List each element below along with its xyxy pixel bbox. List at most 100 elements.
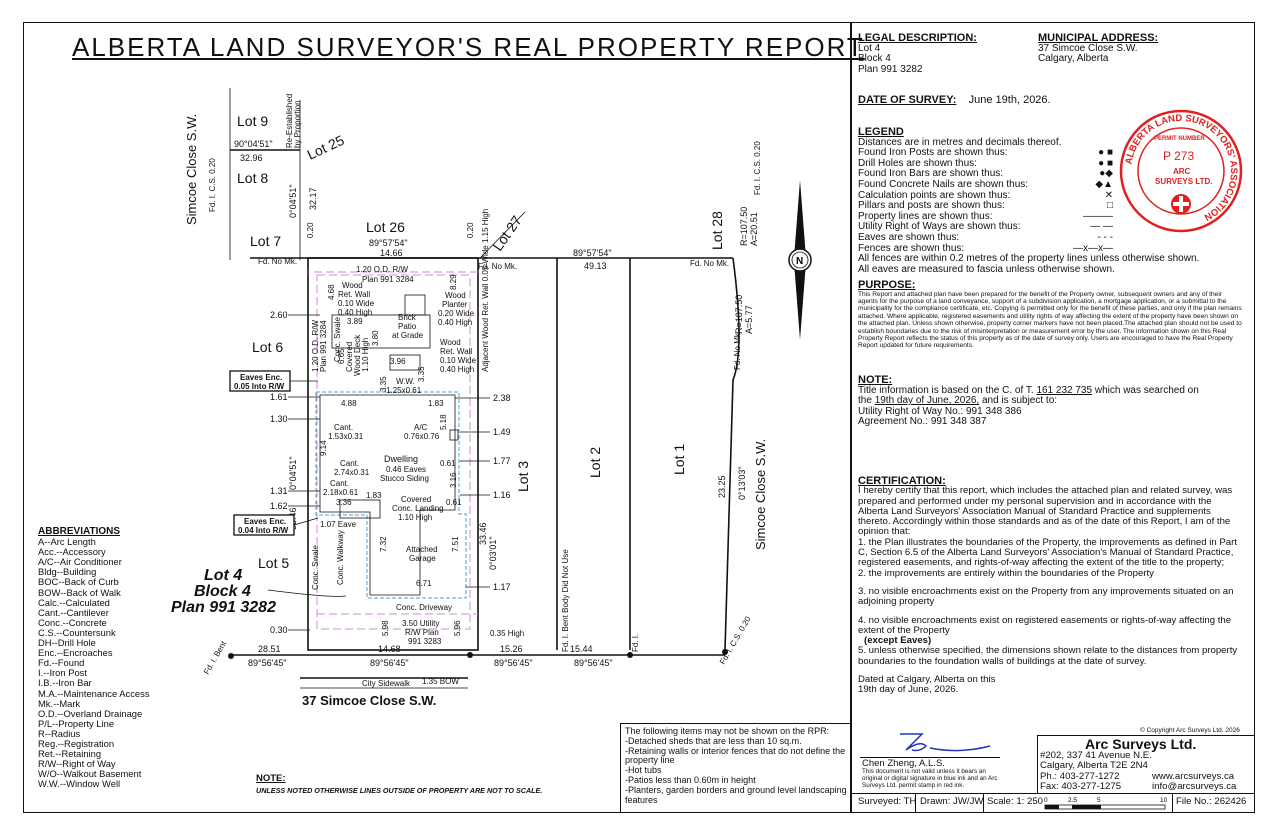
- abbreviation-item: R/W--Right of Way: [38, 758, 116, 770]
- abbreviation-item: I.--Iron Post: [38, 667, 87, 679]
- dist-bot-l: 28.51: [258, 644, 281, 654]
- company-email: info@arcsurveys.ca: [1152, 781, 1237, 792]
- lot8-label: Lot 8: [237, 170, 268, 186]
- legend-row-label: Found Iron Bars are shown thus:: [858, 168, 1004, 180]
- note-section: NOTE: Title information is based on the …: [858, 375, 1243, 428]
- cant1b: 1.53x0.31: [328, 432, 364, 441]
- lot1-label: Lot 1: [671, 444, 687, 475]
- legend-row-label: Drill Holes are shown thus:: [858, 157, 977, 169]
- patio1: Brick: [398, 313, 417, 322]
- planter3: 0.20 Wide: [438, 309, 475, 318]
- cert-dated1: Dated at Calgary, Alberta on this: [858, 674, 996, 686]
- arc2: R=107.50: [734, 295, 744, 334]
- survey-date-label: DATE OF SURVEY:: [858, 94, 957, 106]
- cert-item2: 2. the improvements are entirely within …: [858, 567, 1154, 579]
- abbreviation-item: Acc.--Accessory: [38, 546, 106, 558]
- lot28-label: Lot 28: [709, 211, 725, 250]
- fd-i-label: Fd. I.: [631, 634, 640, 652]
- eave107: 1.07 Eave: [320, 520, 357, 529]
- patio2: Patio: [398, 322, 417, 331]
- north-label: N: [796, 256, 803, 267]
- fd-no-mk-1: Fd. No Mk.: [258, 257, 297, 266]
- arc1b: A=20.51: [749, 212, 759, 246]
- cant3b: 2.18x0.61: [323, 488, 359, 497]
- scale-tick-1: 2.5: [1068, 797, 1077, 804]
- d829: 8.29: [449, 274, 458, 290]
- abbreviation-item: Ret.--Retaining: [38, 748, 102, 760]
- note-line2a: the: [858, 395, 872, 407]
- lot26-label: Lot 26: [366, 219, 405, 235]
- legend-symbol-icon: □: [1106, 200, 1113, 212]
- dwelling3: Stucco Siding: [380, 474, 429, 483]
- reestablished-label: Re-Established: [285, 94, 294, 148]
- bent-label: Fd. I. Bent Body Did Not Use: [561, 549, 570, 652]
- legend-symbol-icon: ———: [1083, 210, 1113, 222]
- wall8: 0.40 High: [440, 365, 474, 374]
- fd-i-bent-left: Fd. I. Bent: [202, 639, 229, 676]
- l161: 1.61: [270, 392, 288, 402]
- t020a: 0.20: [306, 222, 315, 238]
- lot2-label: Lot 2: [587, 447, 603, 478]
- d183: 1.83: [428, 399, 444, 408]
- note-urw: Utility Right of Way No.: 991 348 386: [858, 405, 1022, 417]
- d336: 3.36: [336, 498, 352, 507]
- urw2: R/W Plan: [405, 628, 439, 637]
- abbreviation-item: Cant.--Cantilever: [38, 606, 109, 618]
- od1: 1.20 O.D. R/W: [356, 265, 408, 274]
- bearing-bot-l: 89°56'45": [248, 658, 287, 668]
- legend-row: Found Iron Posts are shown thus:● ■: [858, 148, 1113, 159]
- d380: 3.80: [371, 330, 380, 346]
- swale-bot: Conc. Swale: [311, 545, 320, 590]
- od3: 1.20 O.D. R/W: [311, 320, 320, 372]
- legend-symbol-icon: ◆▲: [1095, 178, 1113, 190]
- d751: 7.51: [451, 536, 460, 552]
- enc1b: 0.05 Into R/W: [234, 382, 285, 391]
- legend-symbol-icon: ✕: [1104, 189, 1113, 201]
- legend-row: Found Concrete Nails are shown thus:◆▲: [858, 178, 1113, 191]
- r117: 1.17: [493, 582, 511, 592]
- cert-dated2: 19th day of June, 2026.: [858, 684, 959, 696]
- abbreviation-item: DH--Drill Hole: [38, 637, 96, 649]
- patio3: at Grade: [392, 331, 424, 340]
- abbreviations-heading: ABBREVIATIONS: [38, 526, 121, 537]
- surveyed-by: Surveyed: TH: [858, 796, 917, 807]
- fd-i-cs-top: Fd. I. C.S. 0.20: [753, 141, 762, 195]
- l030: 0.30: [270, 625, 288, 635]
- top-dist: 14.66: [380, 248, 403, 258]
- legend-section: LEGEND Distances are in metres and decim…: [858, 127, 1113, 254]
- note-title-no: 161 232 735: [1036, 384, 1093, 396]
- l260: 2.60: [270, 310, 288, 320]
- legend-row: Pillars and posts are shown thus:□: [858, 201, 1113, 212]
- cert-item1: 1. the Plan illustrates the boundaries o…: [858, 536, 1237, 569]
- d468: 4.68: [327, 284, 336, 300]
- subject-plan: Plan 991 3282: [171, 599, 276, 616]
- legend-row-label: Calculation points are shown thus:: [858, 189, 1011, 201]
- d598: 5.98: [381, 620, 390, 636]
- abbreviation-item: R--Radius: [38, 727, 81, 739]
- municipal-heading: MUNICIPAL ADDRESS:: [1038, 32, 1159, 44]
- purpose-section: PURPOSE: This Report and attached plan h…: [858, 280, 1243, 350]
- planter2: Planter: [442, 300, 468, 309]
- rpr-note-item: -Retaining walls or interior fences that…: [625, 745, 846, 766]
- company-fax: Fax: 403-277-1275: [1040, 781, 1122, 792]
- sidewalk-label: City Sidewalk: [362, 679, 411, 688]
- fd-i-cs-bottom: Fd. I. C.S. 0.20: [718, 614, 753, 666]
- dist-bot: 14.68: [378, 644, 401, 654]
- lot8-side-dist: 32.17: [308, 187, 318, 210]
- od4: Plan 991 3284: [319, 320, 328, 372]
- lot3-label: Lot 3: [515, 461, 531, 492]
- arc1: R=107.50: [739, 207, 749, 246]
- legend-symbol-icon: —x—x—: [1073, 242, 1113, 254]
- lot8-dist: 32.96: [240, 153, 263, 163]
- urw1: 3.50 Utility: [402, 619, 439, 628]
- certification-heading: CERTIFICATION:: [858, 475, 946, 487]
- legend-row: Utility Right of Ways are shown thus:— —: [858, 222, 1113, 233]
- abbreviation-item: P/L--Property Line: [38, 717, 115, 729]
- scale-tick-3: 10: [1160, 797, 1168, 804]
- legend-row-label: Property lines are shown thus:: [858, 210, 993, 222]
- garage1: Attached: [406, 545, 438, 554]
- company-name: Arc Surveys Ltd.: [1085, 736, 1197, 752]
- rpr-note-item: -Patios less than 0.60m in height: [625, 774, 756, 785]
- swale-top: Conc. Swale: [333, 317, 342, 362]
